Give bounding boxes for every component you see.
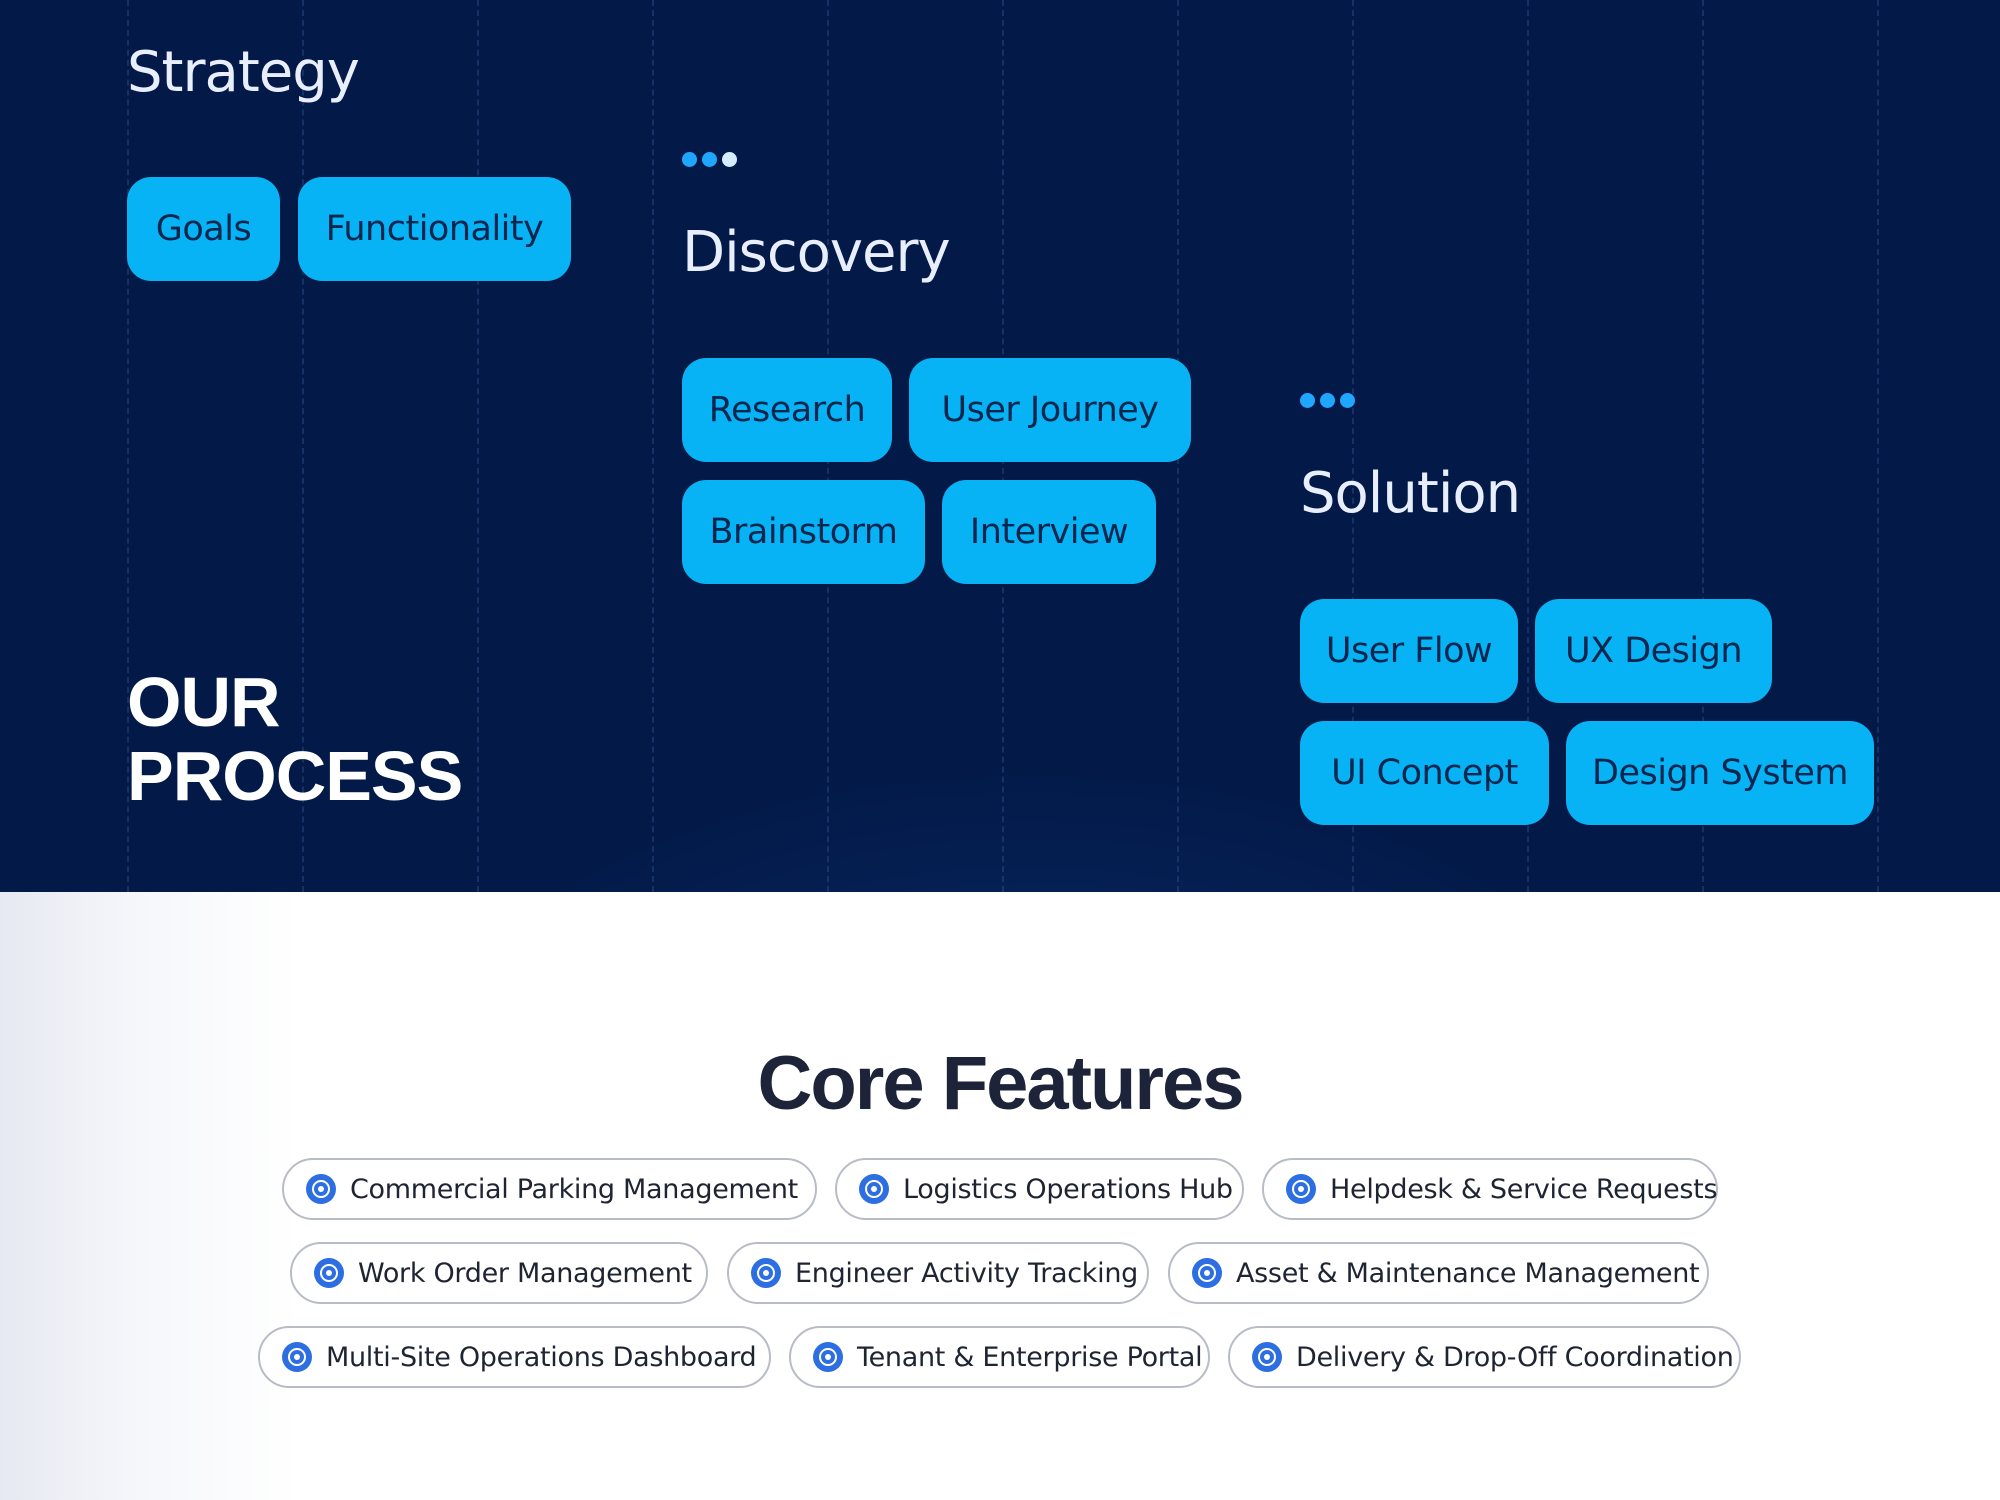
target-icon: [751, 1258, 781, 1288]
chip-brainstorm[interactable]: Brainstorm: [682, 480, 925, 584]
stage-heading-strategy: Strategy: [127, 40, 360, 105]
core-features-section: Core Features Commercial Parking Managem…: [0, 892, 2000, 1500]
chip-research[interactable]: Research: [682, 358, 892, 462]
target-icon: [859, 1174, 889, 1204]
chip-design-system[interactable]: Design System: [1566, 721, 1874, 825]
target-icon: [306, 1174, 336, 1204]
feature-label: Delivery & Drop-Off Coordination: [1296, 1341, 1734, 1373]
target-icon: [813, 1342, 843, 1372]
feature-pill[interactable]: Helpdesk & Service Requests: [1262, 1158, 1718, 1220]
our-process-title: OUR PROCESS: [127, 663, 463, 815]
stage-heading-solution: Solution: [1300, 461, 1521, 526]
chip-functionality[interactable]: Functionality: [298, 177, 571, 281]
feature-label: Asset & Maintenance Management: [1236, 1257, 1700, 1289]
process-section: Strategy Goals Functionality Discovery R…: [0, 0, 2000, 892]
target-icon: [314, 1258, 344, 1288]
grid-line: [477, 0, 479, 892]
feature-pill[interactable]: Multi-Site Operations Dashboard: [258, 1326, 771, 1388]
grid-line: [1877, 0, 1879, 892]
target-icon: [1286, 1174, 1316, 1204]
feature-label: Tenant & Enterprise Portal: [857, 1341, 1203, 1373]
feature-pill[interactable]: Work Order Management: [290, 1242, 708, 1304]
dot-icon: [1340, 393, 1355, 408]
feature-label: Helpdesk & Service Requests: [1330, 1173, 1718, 1205]
feature-pill[interactable]: Delivery & Drop-Off Coordination: [1228, 1326, 1741, 1388]
chip-ux-design[interactable]: UX Design: [1535, 599, 1772, 703]
feature-label: Commercial Parking Management: [350, 1173, 798, 1205]
target-icon: [1252, 1342, 1282, 1372]
feature-pill[interactable]: Asset & Maintenance Management: [1168, 1242, 1709, 1304]
feature-label: Work Order Management: [358, 1257, 692, 1289]
our-process-line-2: PROCESS: [127, 737, 463, 815]
feature-pill[interactable]: Logistics Operations Hub: [835, 1158, 1244, 1220]
feature-label: Engineer Activity Tracking: [795, 1257, 1138, 1289]
grid-line: [302, 0, 304, 892]
grid-line: [1702, 0, 1704, 892]
dot-icon: [1320, 393, 1335, 408]
grid-line: [1352, 0, 1354, 892]
dot-icon: [702, 152, 717, 167]
chip-user-journey[interactable]: User Journey: [909, 358, 1191, 462]
feature-pill[interactable]: Commercial Parking Management: [282, 1158, 817, 1220]
grid-line: [1527, 0, 1529, 892]
grid-line: [127, 0, 129, 892]
stage-heading-discovery: Discovery: [682, 220, 951, 285]
core-features-title: Core Features: [757, 1041, 1244, 1126]
feature-pill[interactable]: Engineer Activity Tracking: [727, 1242, 1149, 1304]
feature-label: Multi-Site Operations Dashboard: [326, 1341, 757, 1373]
dot-icon: [682, 152, 697, 167]
target-icon: [282, 1342, 312, 1372]
dot-icon: [1300, 393, 1315, 408]
grid-line: [652, 0, 654, 892]
dot-icon: [722, 152, 737, 167]
chip-goals[interactable]: Goals: [127, 177, 280, 281]
feature-pill[interactable]: Tenant & Enterprise Portal: [789, 1326, 1210, 1388]
our-process-line-1: OUR: [127, 663, 281, 741]
chip-interview[interactable]: Interview: [942, 480, 1156, 584]
target-icon: [1192, 1258, 1222, 1288]
ellipsis-icon: [1300, 393, 1360, 409]
chip-user-flow[interactable]: User Flow: [1300, 599, 1518, 703]
ellipsis-icon: [682, 152, 742, 168]
feature-label: Logistics Operations Hub: [903, 1173, 1233, 1205]
chip-ui-concept[interactable]: UI Concept: [1300, 721, 1549, 825]
